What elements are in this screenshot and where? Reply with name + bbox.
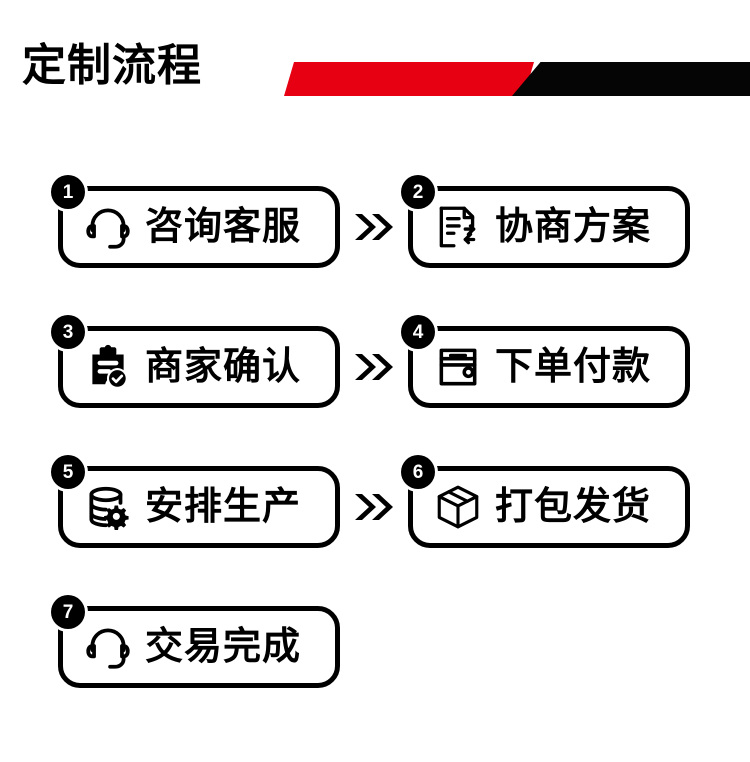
headset-icon [81,620,135,674]
wallet-icon [431,340,485,394]
step-number-badge: 2 [401,175,435,209]
step-label: 交易完成 [145,626,302,668]
step-cell: 6 打包发货 [401,455,690,548]
step-card-3[interactable]: 3 [51,315,340,408]
double-chevron-right-icon [352,350,396,384]
step-card-6[interactable]: 6 打包发货 [401,455,690,548]
step-cell: 7 交易完成 [51,595,340,688]
step-number-badge: 6 [401,455,435,489]
double-chevron-right-icon [352,490,396,524]
database-gear-icon [81,480,135,534]
step-card-5[interactable]: 5 [51,455,340,548]
step-cell: 4 下单付款 [401,315,690,408]
step-cell: 1 咨询客服 [51,175,340,268]
page-header: 定制流程 [0,0,750,150]
step-card-2[interactable]: 2 协商方案 [401,175,690,268]
step-number-badge: 4 [401,315,435,349]
step-card-7[interactable]: 7 交易完成 [51,595,340,688]
package-box-icon [431,480,485,534]
header-banner [284,62,750,96]
step-card-4[interactable]: 4 下单付款 [401,315,690,408]
step-label: 咨询客服 [145,206,302,248]
step-number-badge: 1 [51,175,85,209]
step-number-badge: 7 [51,595,85,629]
process-steps: 1 咨询客服 2 [0,150,750,710]
step-number-badge: 3 [51,315,85,349]
step-number-badge: 5 [51,455,85,489]
document-exchange-icon [431,200,485,254]
step-card-1[interactable]: 1 咨询客服 [51,175,340,268]
step-row: 3 [0,290,750,430]
step-cell: 3 [51,315,340,408]
banner-black-stripe [512,62,750,96]
clipboard-check-icon [81,340,135,394]
step-label: 下单付款 [495,346,652,388]
step-label: 协商方案 [495,206,652,248]
headset-icon [81,200,135,254]
step-label: 安排生产 [145,486,302,528]
page-title: 定制流程 [22,41,202,90]
double-chevron-right-icon [352,210,396,244]
step-row: 1 咨询客服 2 [0,150,750,290]
step-label: 打包发货 [495,486,652,528]
banner-red-stripe [284,62,534,96]
step-cell: 2 协商方案 [401,175,690,268]
step-label: 商家确认 [145,346,302,388]
step-cell: 5 [51,455,340,548]
step-row: 7 交易完成 [0,570,750,710]
step-row: 5 [0,430,750,570]
